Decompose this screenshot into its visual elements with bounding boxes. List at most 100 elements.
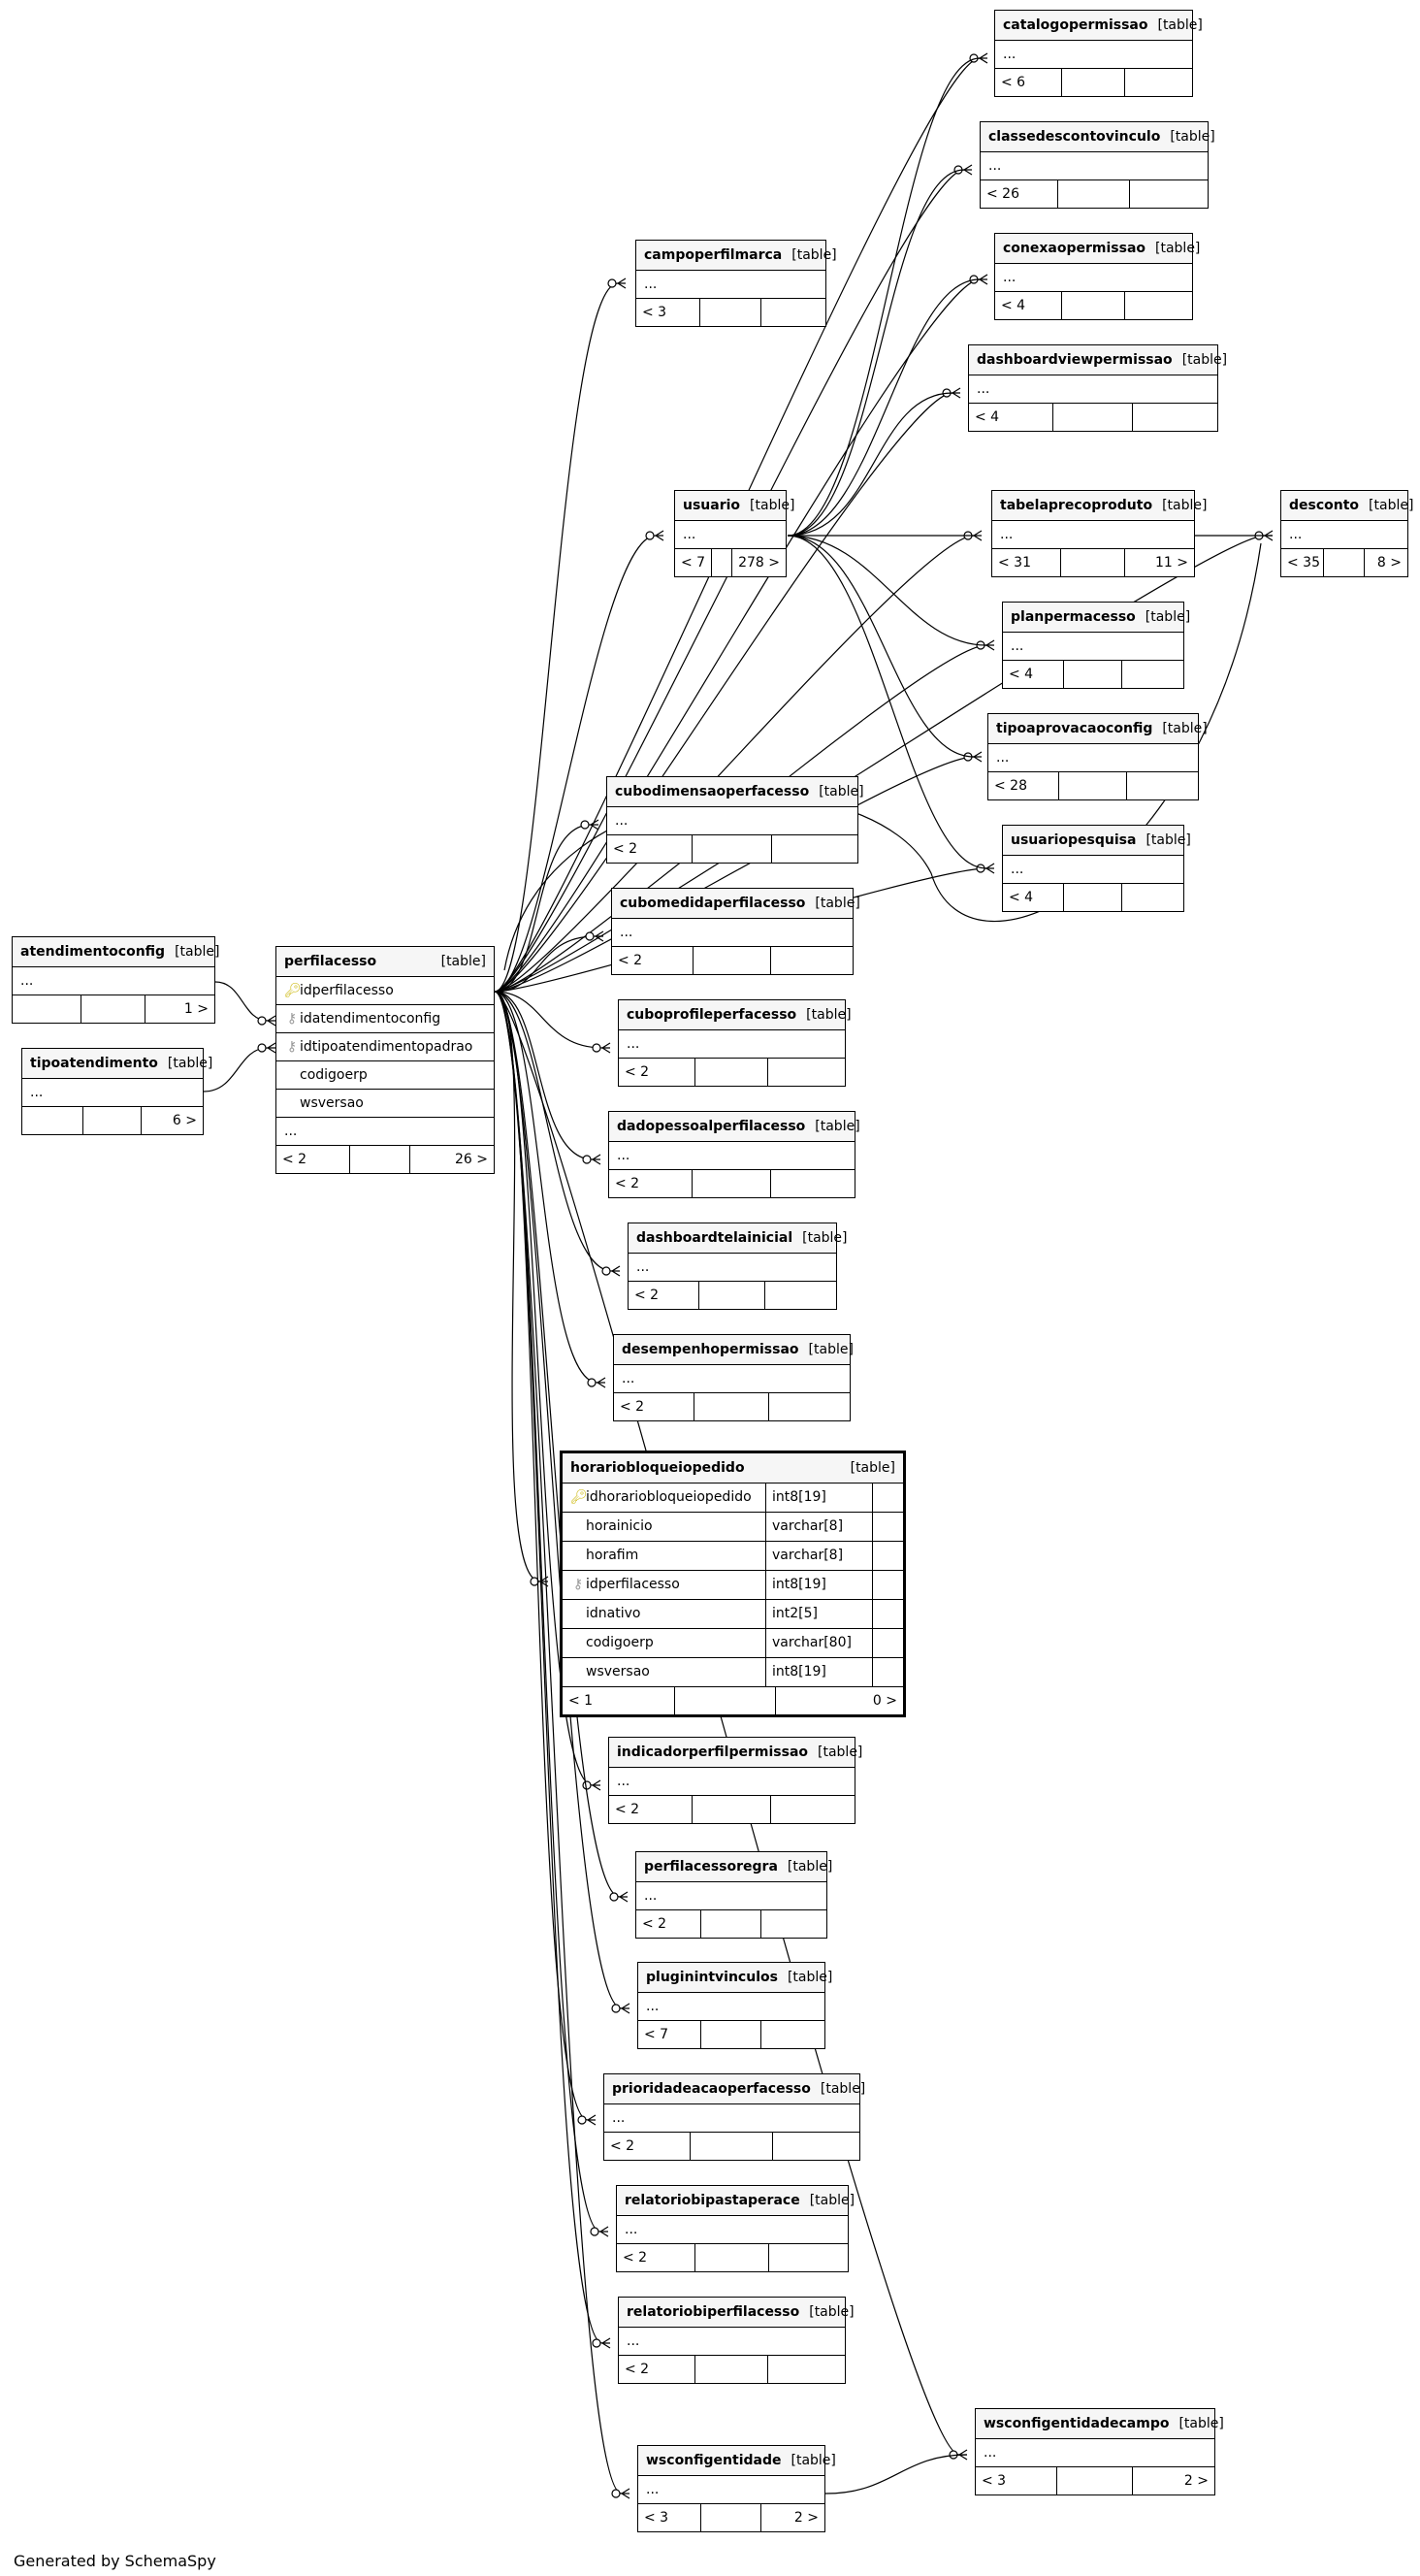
table-indicadorperfilpermissao[interactable]: indicadorperfilpermissao[table]...< 2 [608, 1737, 862, 1824]
table-name: tipoatendimento [30, 1056, 158, 1071]
table-usuariopesquisa[interactable]: usuariopesquisa[table]...< 4 [1002, 825, 1191, 912]
table-kind: [table] [1170, 129, 1215, 145]
table-dashboardviewpermissao[interactable]: dashboardviewpermissao[table]...< 4 [968, 344, 1227, 432]
many-cardinality-marker [267, 1015, 276, 1027]
table-header: relatoriobiperfilacesso[table] [619, 2298, 855, 2328]
more-columns: ... [617, 2216, 848, 2244]
many-cardinality-marker [979, 52, 988, 64]
parents-count [771, 947, 853, 974]
table-catalogopermissao[interactable]: catalogopermissao[table]...< 6 [994, 10, 1203, 97]
table-kind: [table] [1369, 498, 1414, 513]
many-cardinality-marker [619, 1891, 629, 1903]
table-footer: < 4 [969, 404, 1217, 431]
children-count: < 35 [1281, 549, 1325, 576]
many-cardinality-marker [617, 277, 627, 289]
children-count: < 2 [636, 1910, 701, 1938]
parents-count [772, 835, 857, 863]
table-name: horariobloqueiopedido [570, 1460, 745, 1476]
table-name: cuboprofileperfacesso [627, 1007, 797, 1023]
table-kind: [table] [819, 784, 864, 799]
relationship-edge [494, 991, 601, 2233]
table-planpermacesso[interactable]: planpermacesso[table]...< 4 [1002, 602, 1190, 689]
column-type: int8[19] [766, 1571, 873, 1599]
table-header: dashboardtelainicial[table] [629, 1223, 848, 1254]
table-footer: 1 > [13, 995, 214, 1023]
parents-count: 1 > [183, 1001, 209, 1017]
zero-cardinality-marker [585, 931, 595, 941]
parents-count [1122, 661, 1183, 688]
table-footer: < 2 [619, 1059, 845, 1086]
table-header: dashboardviewpermissao[table] [969, 345, 1227, 375]
table-classedescontovinculo[interactable]: classedescontovinculo[table]...< 26 [980, 121, 1215, 209]
table-header: horariobloqueiopedido [table] [563, 1453, 903, 1484]
table-horariobloqueiopedido[interactable]: horariobloqueiopedido [table] 🔑︎idhorari… [560, 1451, 906, 1717]
table-tipoatendimento[interactable]: tipoatendimento[table]...6 > [21, 1048, 212, 1135]
column-type: int8[19] [766, 1484, 873, 1512]
children-count: < 2 [612, 947, 694, 974]
table-kind: [table] [820, 2081, 866, 2097]
parents-count [1133, 404, 1217, 431]
table-pluginintvinculos[interactable]: pluginintvinculos[table]...< 7 [637, 1962, 832, 2049]
table-footer: < 4 [1003, 884, 1183, 911]
table-relatoriobiperfilacesso[interactable]: relatoriobiperfilacesso[table]...< 2 [618, 2297, 855, 2384]
zero-cardinality-marker [592, 2338, 601, 2348]
many-cardinality-marker [597, 1377, 606, 1388]
zero-cardinality-marker [590, 2227, 599, 2236]
table-header: dadopessoalperfilacesso[table] [609, 1112, 860, 1142]
table-kind: [table] [787, 1859, 833, 1875]
column-row[interactable]: codigoerp [276, 1061, 494, 1090]
table-relatoriobipastaperace[interactable]: relatoriobipastaperace[table]...< 2 [616, 2185, 855, 2272]
table-name: catalogopermissao [1003, 17, 1148, 33]
parents-count [771, 1796, 855, 1823]
table-atendimentoconfig[interactable]: atendimentoconfig[table]...1 > [12, 936, 219, 1024]
more-columns: ... [636, 1882, 826, 1910]
table-prioridadeacaoperfacesso[interactable]: prioridadeacaoperfacesso[table]...< 2 [603, 2073, 865, 2161]
zero-cardinality-marker [611, 2004, 621, 2013]
table-cuboprofileperfacesso[interactable]: cuboprofileperfacesso[table]...< 2 [618, 999, 852, 1087]
children-count: < 4 [1003, 884, 1065, 911]
parents-count [769, 2244, 848, 2271]
column-name: idatendimentoconfig [300, 1011, 441, 1027]
table-perfilacessoregra[interactable]: perfilacessoregra[table]...< 2 [635, 1851, 832, 1939]
children-count: < 3 [976, 2467, 1057, 2494]
table-cubomedidaperfilacesso[interactable]: cubomedidaperfilacesso[table]...< 2 [611, 888, 860, 975]
column-row[interactable]: ⚷idtipoatendimentopadrao [276, 1033, 494, 1061]
children-count: < 2 [629, 1282, 699, 1309]
table-cubodimensaoperfacesso[interactable]: cubodimensaoperfacesso[table]...< 2 [606, 776, 864, 864]
table-campoperfilmarca[interactable]: campoperfilmarca[table]...< 3 [635, 240, 837, 327]
table-tipoaprovacaoconfig[interactable]: tipoaprovacaoconfig[table]...< 28 [987, 713, 1208, 800]
table-footer: < 1 0 > [563, 1687, 903, 1714]
column-type: varchar[8] [766, 1542, 873, 1570]
table-desempenhopermissao[interactable]: desempenhopermissao[table]...< 2 [613, 1334, 854, 1421]
column-row[interactable]: ⚷idatendimentoconfig [276, 1005, 494, 1033]
column-row[interactable]: 🔑︎idperfilacesso [276, 977, 494, 1005]
table-perfilacesso[interactable]: perfilacesso [table] 🔑︎idperfilacesso ⚷i… [275, 946, 495, 1174]
children-count: < 2 [619, 1059, 696, 1086]
table-dadopessoalperfilacesso[interactable]: dadopessoalperfilacesso[table]...< 2 [608, 1111, 860, 1198]
column-row[interactable]: wsversao [276, 1090, 494, 1118]
many-cardinality-marker [595, 930, 604, 942]
table-name: indicadorperfilpermissao [617, 1745, 809, 1760]
column-type: varchar[80] [766, 1629, 873, 1657]
table-kind: [table] [1155, 241, 1201, 256]
children-count: < 26 [981, 180, 1058, 208]
parents-count: 8 > [1376, 555, 1402, 571]
table-dashboardtelainicial[interactable]: dashboardtelainicial[table]...< 2 [628, 1223, 848, 1310]
table-footer: < 2 [636, 1910, 826, 1938]
table-conexaopermissao[interactable]: conexaopermissao[table]...< 4 [994, 233, 1200, 320]
zero-cardinality-marker [580, 820, 590, 830]
